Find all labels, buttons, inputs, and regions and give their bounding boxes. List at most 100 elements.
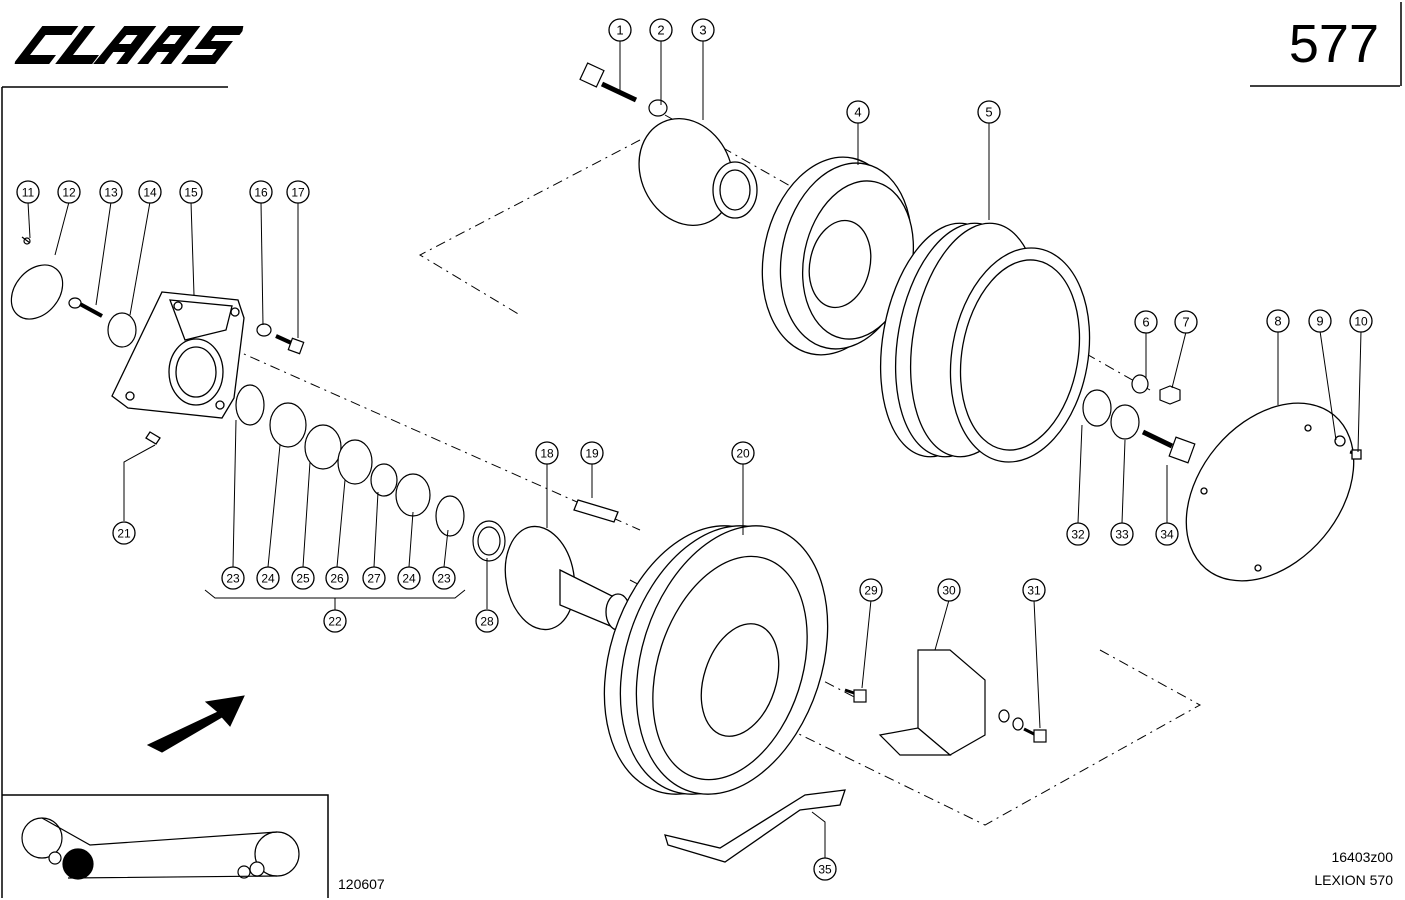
- callout-circle: [221, 566, 245, 590]
- callout-10: 10: [1349, 309, 1373, 333]
- v-belt-part-35: [664, 789, 846, 863]
- callout-34: 34: [1155, 522, 1179, 546]
- callout-circle: [362, 566, 386, 590]
- callout-circle: [813, 857, 837, 881]
- callout-circle: [397, 566, 421, 590]
- bearing-set-parts-22: [235, 384, 506, 562]
- callout-number: 31: [1027, 584, 1041, 598]
- callout-4: 4: [846, 100, 870, 124]
- callout-number: 4: [854, 105, 861, 120]
- callout-circle: [859, 578, 883, 602]
- callout-circle: [291, 566, 315, 590]
- callout-number: 27: [367, 572, 381, 586]
- callout-35: 35: [813, 857, 837, 881]
- callout-circle: [323, 609, 347, 633]
- callout-circle: [138, 180, 162, 204]
- callout-12: 12: [57, 180, 81, 204]
- callout-number: 16: [254, 186, 268, 200]
- callout-33: 33: [1110, 522, 1134, 546]
- callout-circle: [1174, 310, 1198, 334]
- callout-number: 34: [1160, 528, 1174, 542]
- cover-plate-part-12: [10, 236, 64, 320]
- bolt-washer-parts-1-2: [579, 62, 668, 117]
- callout-assembly-25: 25: [291, 566, 315, 590]
- callout-18: 18: [535, 441, 559, 465]
- callout-number: 32: [1071, 528, 1085, 542]
- pulley-part-4: [761, 156, 915, 356]
- callout-number: 10: [1354, 315, 1368, 329]
- washer-bolt-parts-16-17: [256, 323, 305, 355]
- page-number: 577: [1288, 14, 1379, 74]
- callout-number: 19: [585, 447, 599, 461]
- callout-number: 13: [104, 186, 118, 200]
- callout-number: 20: [736, 447, 750, 461]
- callout-22: 22: [323, 609, 347, 633]
- model-name: LEXION 570: [1314, 872, 1393, 888]
- callout-number: 11: [22, 186, 35, 200]
- callout-32: 32: [1066, 522, 1090, 546]
- callout-number: 23: [226, 572, 240, 586]
- claas-logo-icon: [13, 26, 247, 64]
- callout-31: 31: [1022, 578, 1046, 602]
- callout-1: 1: [608, 18, 632, 42]
- callout-number: 8: [1274, 314, 1281, 329]
- fastener-parts-6-7-32-33-34: [1082, 374, 1196, 464]
- callout-number: 17: [291, 186, 305, 200]
- callout-circle: [99, 180, 123, 204]
- block-fasteners-parts-29-30-31: [844, 649, 1047, 756]
- callout-number: 35: [818, 863, 832, 877]
- callout-circle: [432, 566, 456, 590]
- callout-circle: [977, 100, 1001, 124]
- drum-pulley-part-5: [879, 222, 1091, 463]
- drawing-number: 16403z00: [1331, 849, 1393, 865]
- callout-circle: [179, 180, 203, 204]
- callout-number: 25: [296, 572, 310, 586]
- callout-9: 9: [1308, 309, 1332, 333]
- callout-circle: [580, 441, 604, 465]
- callout-20: 20: [731, 441, 755, 465]
- callout-circle: [1308, 309, 1332, 333]
- callout-circle: [57, 180, 81, 204]
- callout-assembly-26: 26: [325, 566, 349, 590]
- callout-number: 7: [1182, 315, 1189, 330]
- overview-inset: [2, 794, 329, 898]
- hub-part-3: [638, 117, 758, 227]
- bolt-part-13: [68, 297, 103, 318]
- callout-number: 24: [402, 572, 416, 586]
- callout-number: 18: [540, 447, 554, 461]
- callout-11: 11: [16, 180, 40, 204]
- callout-30: 30: [937, 578, 961, 602]
- callout-number: 33: [1115, 528, 1129, 542]
- callout-circle: [1155, 522, 1179, 546]
- cap-part-14: [107, 312, 137, 348]
- callout-circle: [1022, 578, 1046, 602]
- callout-19: 19: [580, 441, 604, 465]
- callout-21: 21: [112, 521, 136, 545]
- callout-7: 7: [1174, 310, 1198, 334]
- callout-assembly-23: 23: [221, 566, 245, 590]
- callout-6: 6: [1134, 310, 1158, 334]
- direction-arrow-icon: [146, 695, 245, 753]
- brand-logo: [13, 22, 247, 68]
- callout-circle: [691, 18, 715, 42]
- bearing-housing-part-15: [111, 291, 245, 445]
- cover-plate-part-8: [1185, 402, 1362, 582]
- callout-number: 14: [143, 186, 157, 200]
- callout-leader-lines: [27, 40, 1362, 858]
- callout-circle: [325, 566, 349, 590]
- callout-8: 8: [1266, 309, 1290, 333]
- callout-number: 3: [699, 23, 706, 38]
- callout-number: 24: [261, 572, 275, 586]
- callout-circle: [937, 578, 961, 602]
- callout-3: 3: [691, 18, 715, 42]
- callout-number: 30: [942, 584, 956, 598]
- callout-number: 23: [437, 572, 451, 586]
- hub-shaft-part-18: [504, 499, 631, 631]
- callout-number: 2: [657, 23, 664, 38]
- callout-circle: [649, 18, 673, 42]
- callout-circle: [286, 180, 310, 204]
- callout-15: 15: [179, 180, 203, 204]
- callout-number: 22: [328, 615, 342, 629]
